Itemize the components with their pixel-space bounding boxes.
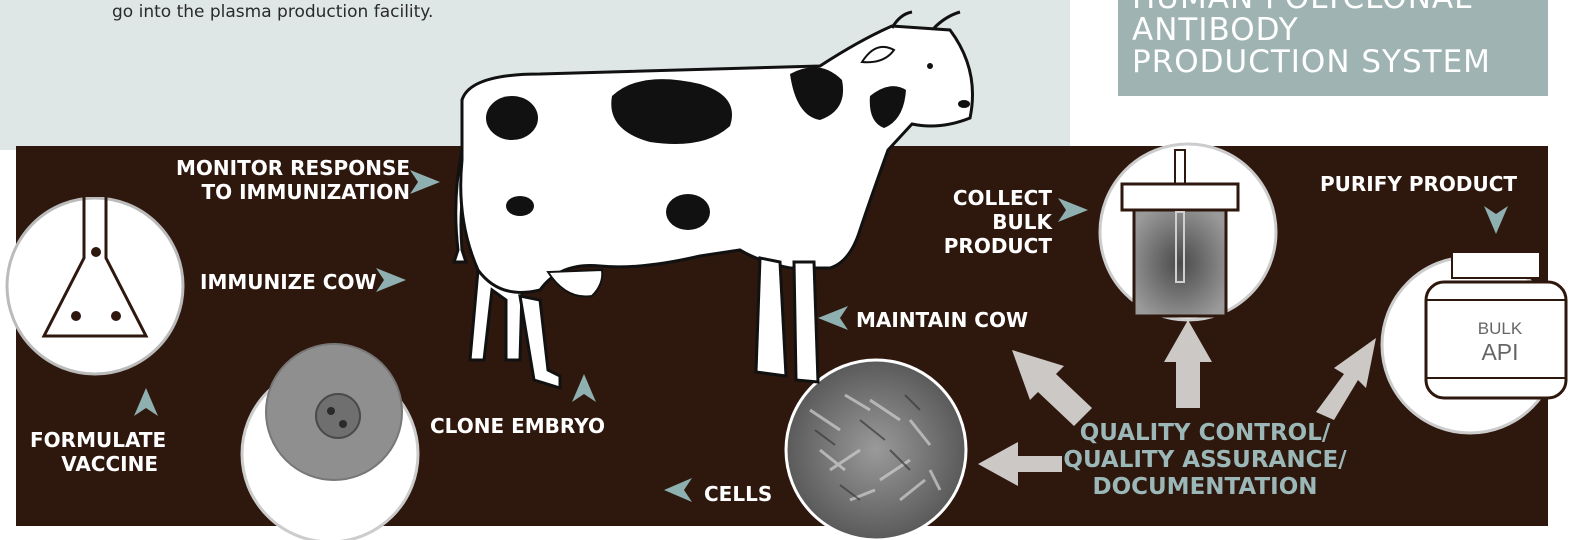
quality-control-label: QUALITY CONTROL/ QUALITY ASSURANCE/ DOCU… [1050, 420, 1360, 501]
step-clone-embryo: CLONE EMBRYO [430, 414, 605, 438]
step-purify-product: PURIFY PRODUCT [1320, 172, 1517, 196]
cells-icon [786, 360, 966, 540]
arrow-cells [664, 478, 692, 502]
step-formulate-vaccine: FORMULATE VACCINE [30, 428, 158, 476]
arrow-maintain [818, 306, 848, 330]
step-collect-bulk-product: COLLECT BULK PRODUCT [896, 186, 1052, 258]
collection-vessel-icon [1100, 144, 1276, 320]
step-cells: CELLS [704, 482, 772, 506]
arrow-clone [572, 374, 596, 402]
step-maintain-cow: MAINTAIN COW [856, 308, 1028, 332]
bulk-api-bottle-icon [1382, 252, 1566, 433]
bottle-label-bulk: BULK [1478, 319, 1523, 338]
arrow-monitor [410, 170, 440, 194]
arrow-collect [1058, 198, 1088, 222]
step-monitor-response: MONITOR RESPONSE TO IMMUNIZATION [176, 156, 410, 204]
arrow-formulate [134, 388, 158, 416]
embryo-icon [242, 344, 418, 540]
bottle-label-api: API [1481, 339, 1518, 365]
flask-icon [7, 192, 183, 374]
arrow-purify [1484, 206, 1508, 234]
step-immunize-cow: IMMUNIZE COW [200, 270, 377, 294]
arrow-immunize [376, 268, 406, 292]
